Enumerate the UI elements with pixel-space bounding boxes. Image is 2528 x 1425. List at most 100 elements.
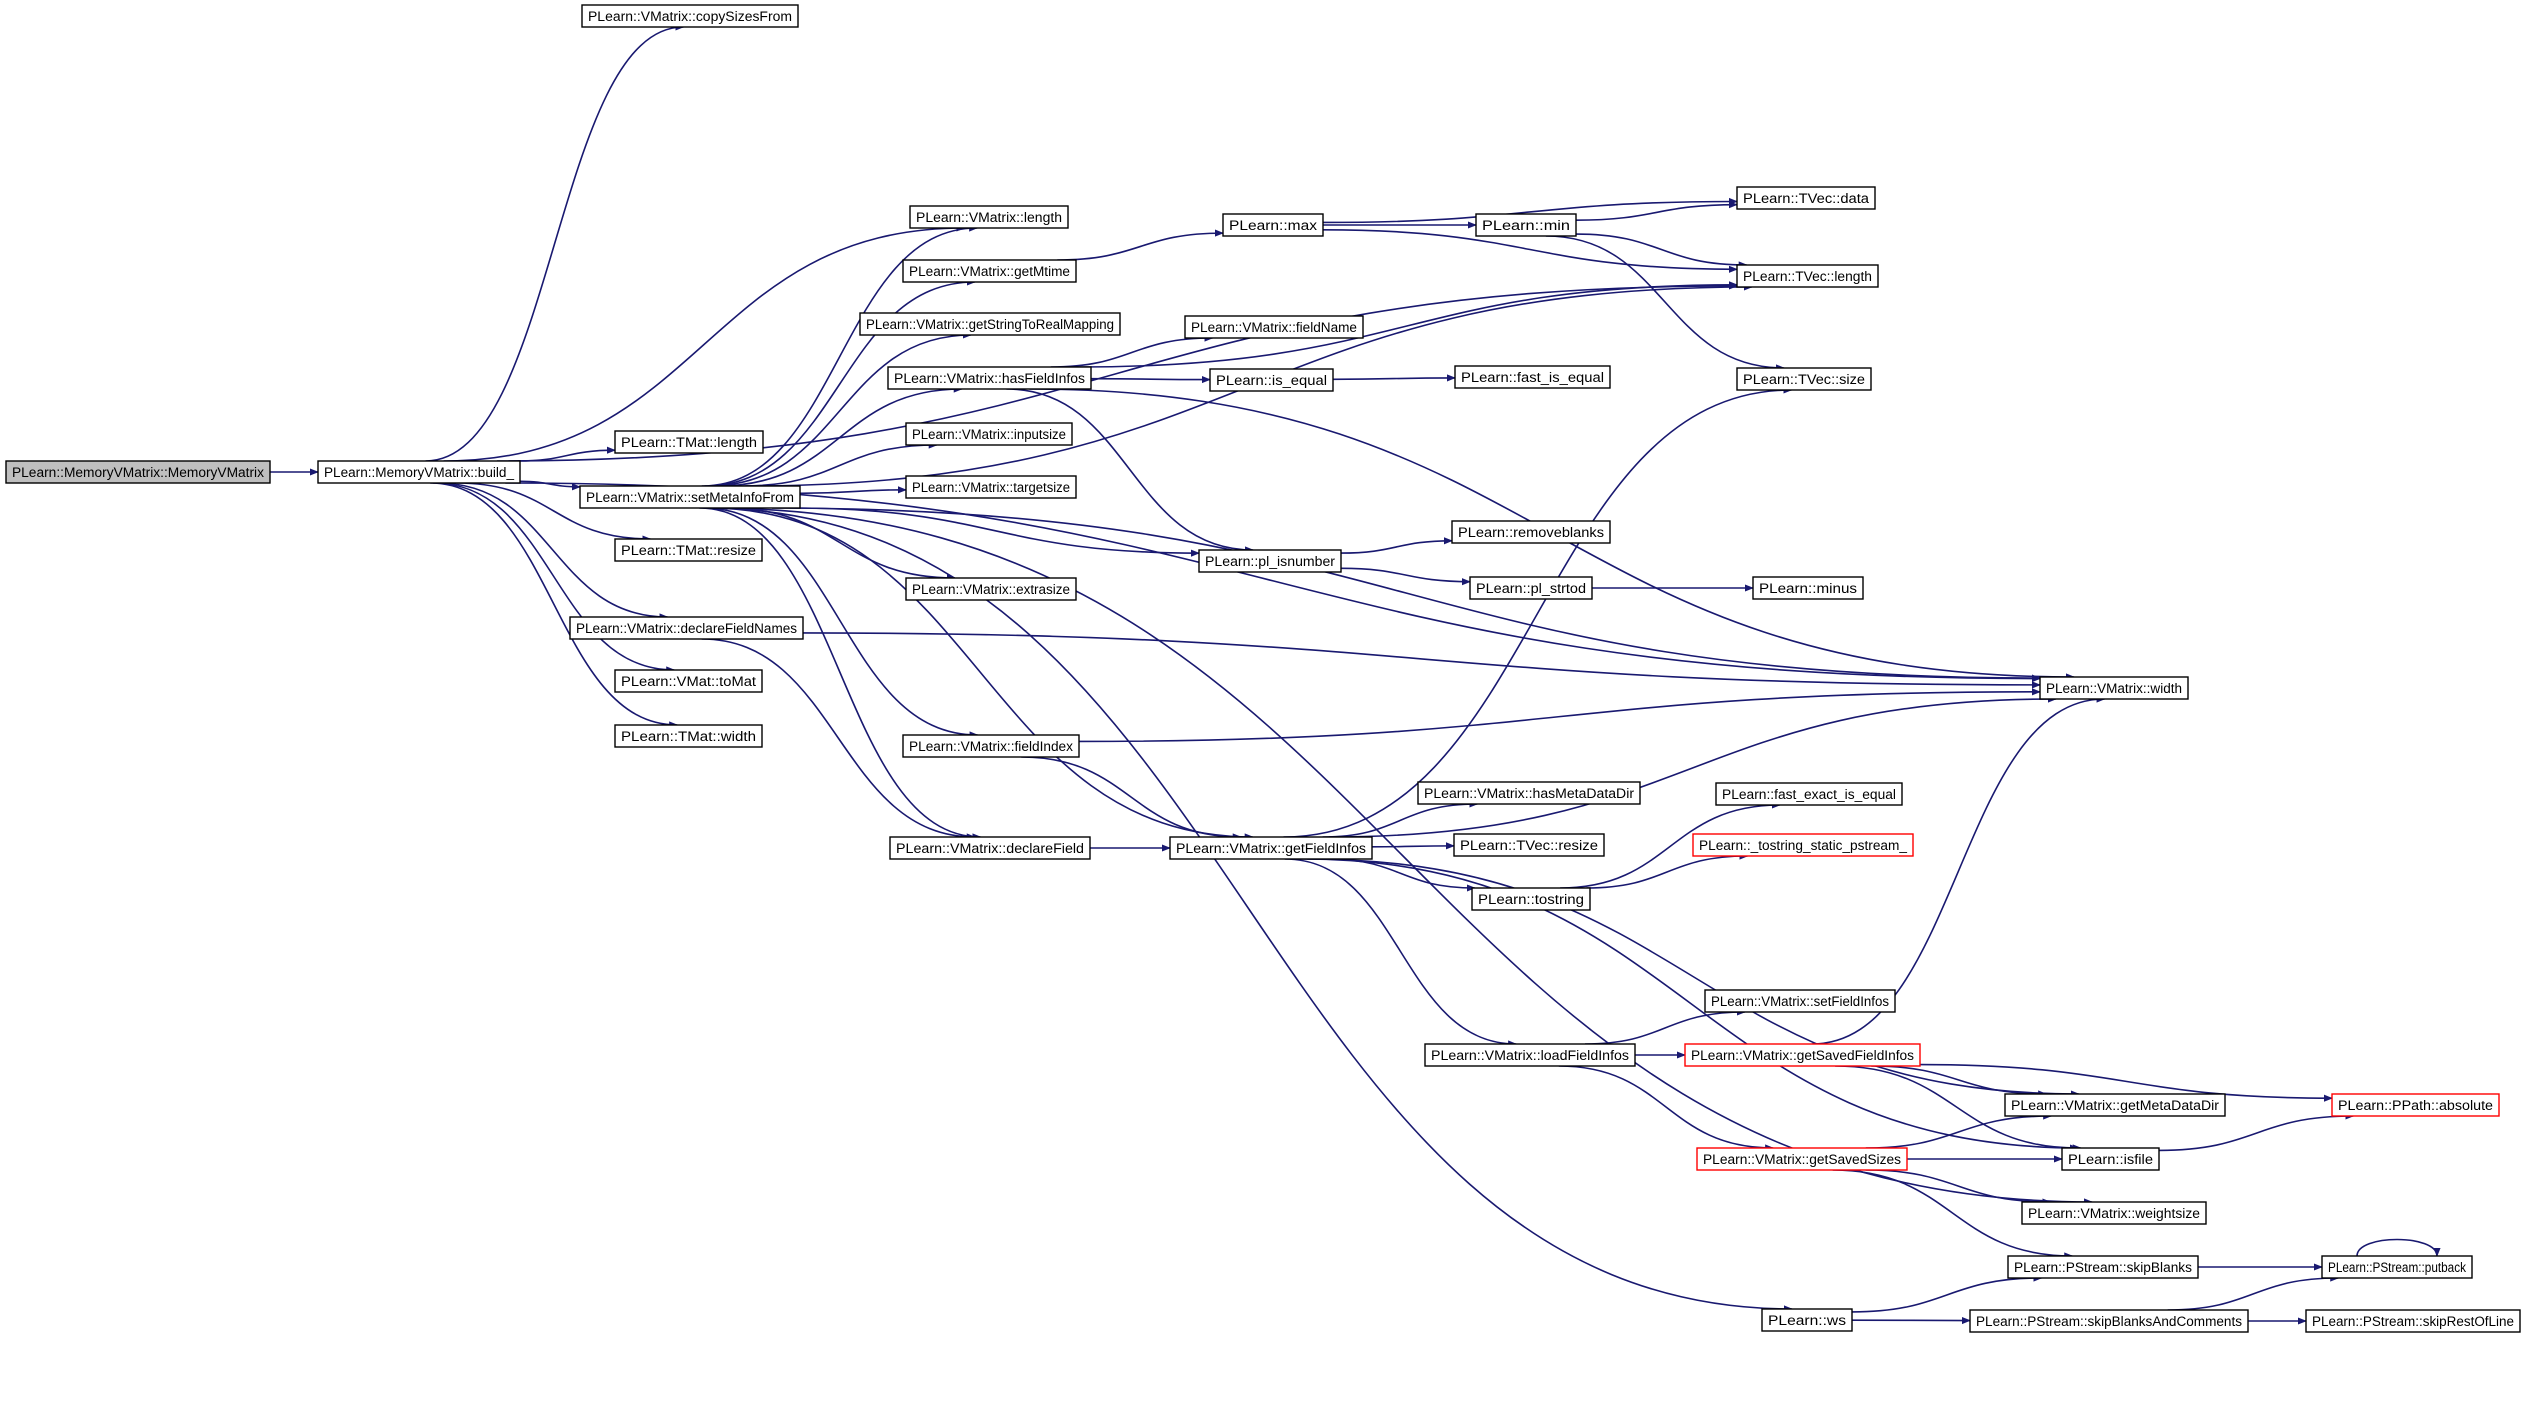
node-box [1969,1309,2249,1333]
edge-getSavedFieldInfos-to-getMetaDataDir [1871,1065,2048,1098]
node-vmlength[interactable]: PLearn::VMatrix::length [909,205,1069,229]
node-box [1471,887,1591,911]
edge-setMeta-to-plisnumber [789,507,1200,557]
node-label: PLearn::pl_isnumber [1205,554,1336,569]
node-label: PLearn::VMatrix::getSavedSizes [1703,1152,1901,1167]
node-getFieldInfos[interactable]: PLearn::VMatrix::getFieldInfos [1169,836,1373,860]
node-tvecdata[interactable]: PLearn::TVec::data [1736,186,1876,210]
node-label: PLearn::_tostring_static_pstream_ [1699,838,1907,853]
node-extrasize[interactable]: PLearn::VMatrix::extrasize [905,577,1077,601]
node-tveclength[interactable]: PLearn::TVec::length [1736,264,1879,288]
node-toMat[interactable]: PLearn::VMat::toMat [614,669,763,693]
node-min[interactable]: PLearn::min [1475,213,1577,237]
node-fastisequal[interactable]: PLearn::fast_is_equal [1454,365,1611,389]
node-label: PLearn::PStream::putback [2328,1260,2466,1275]
edge-max-to-tveclength [1322,228,1738,273]
node-declField[interactable]: PLearn::VMatrix::declareField [889,836,1091,860]
node-tostringstatic[interactable]: PLearn::_tostring_static_pstream_ [1692,833,1914,857]
node-label: PLearn::TMat::width [621,729,756,744]
node-box [1169,836,1373,860]
node-ws[interactable]: PLearn::ws [1761,1308,1853,1332]
node-tmatresize[interactable]: PLearn::TMat::resize [614,538,763,562]
node-ppathabsolute[interactable]: PLearn::PPath::absolute [2331,1093,2500,1117]
edge-setMeta-to-vmlength [701,224,979,487]
node-label: PLearn::fast_exact_is_equal [1722,787,1896,802]
node-label: PLearn::minus [1759,581,1857,596]
edge-fieldIndex-to-vmwidth [1078,688,2041,743]
node-max[interactable]: PLearn::max [1222,213,1324,237]
node-isequal[interactable]: PLearn::is_equal [1209,368,1334,392]
node-box [1417,781,1641,805]
node-fieldName[interactable]: PLearn::VMatrix::fieldName [1184,315,1364,339]
edge-build-to-tmatresize [457,482,652,543]
node-tostring[interactable]: PLearn::tostring [1471,887,1591,911]
edge-getSavedSizes-to-weightsize [1865,1169,2052,1206]
edge-min-to-tvecsize [1545,235,1786,372]
node-label: PLearn::MemoryVMatrix::build_ [324,465,514,480]
node-hasFieldInfos[interactable]: PLearn::VMatrix::hasFieldInfos [887,366,1092,390]
node-label: PLearn::max [1229,218,1317,233]
node-setFieldInfos[interactable]: PLearn::VMatrix::setFieldInfos [1704,989,1896,1013]
node-targetsize[interactable]: PLearn::VMatrix::targetsize [905,475,1077,499]
node-box [2007,1255,2199,1279]
node-box [569,616,804,640]
node-box [2061,1147,2160,1171]
node-box [902,259,1077,283]
node-declFieldNames[interactable]: PLearn::VMatrix::declareFieldNames [569,616,804,640]
node-weightsize[interactable]: PLearn::VMatrix::weightsize [2021,1201,2207,1225]
node-skipBlanks[interactable]: PLearn::PStream::skipBlanks [2007,1255,2199,1279]
node-root[interactable]: PLearn::MemoryVMatrix::MemoryVMatrix [5,460,271,484]
node-isfile[interactable]: PLearn::isfile [2061,1147,2160,1171]
node-label: PLearn::VMatrix::hasMetaDataDir [1424,786,1635,801]
node-tvecsize[interactable]: PLearn::TVec::size [1736,367,1872,391]
node-box [2305,1309,2521,1333]
edge-getSavedFieldInfos-to-ppathabsolute [1919,1063,2333,1102]
node-getSavedSizes[interactable]: PLearn::VMatrix::getSavedSizes [1696,1147,1908,1171]
node-getStrMap[interactable]: PLearn::VMatrix::getStringToRealMapping [859,312,1121,336]
node-plstrtod[interactable]: PLearn::pl_strtod [1469,576,1593,600]
edge-getSavedSizes-to-getMetaDataDir [1865,1112,2053,1149]
node-setMeta[interactable]: PLearn::VMatrix::setMetaInfoFrom [579,485,801,509]
node-getMtime[interactable]: PLearn::VMatrix::getMtime [902,259,1077,283]
edge-getFieldInfos-to-tvecsize [1283,386,1793,838]
node-vmwidth[interactable]: PLearn::VMatrix::width [2039,676,2189,700]
node-inputsize[interactable]: PLearn::VMatrix::inputsize [905,422,1073,446]
node-label: PLearn::TMat::length [621,435,757,450]
node-label: PLearn::VMatrix::declareField [896,841,1084,856]
edge-build-to-vmlength [443,224,966,462]
node-fastexact[interactable]: PLearn::fast_exact_is_equal [1715,782,1903,806]
node-copySizes[interactable]: PLearn::VMatrix::copySizesFrom [581,4,799,28]
node-box [909,205,1069,229]
node-box [1715,782,1903,806]
node-loadFieldInfos[interactable]: PLearn::VMatrix::loadFieldInfos [1424,1043,1636,1067]
node-removeblanks[interactable]: PLearn::removeblanks [1451,520,1611,544]
edge-setMeta-to-fieldIndex [703,507,979,739]
edge-build-to-setMeta [519,480,581,491]
node-fieldIndex[interactable]: PLearn::VMatrix::fieldIndex [902,734,1080,758]
node-build[interactable]: PLearn::MemoryVMatrix::build_ [317,460,521,484]
node-skipRestOfLine[interactable]: PLearn::PStream::skipRestOfLine [2305,1309,2521,1333]
node-label: PLearn::VMatrix::getStringToRealMapping [866,317,1114,332]
node-tmatlength[interactable]: PLearn::TMat::length [614,430,764,454]
edge-plisnumber-to-removeblanks [1340,537,1453,554]
edge-getFieldInfos-to-loadFieldInfos [1284,858,1518,1048]
node-box [889,836,1091,860]
node-plisnumber[interactable]: PLearn::pl_isnumber [1198,549,1342,573]
node-minus[interactable]: PLearn::minus [1752,576,1864,600]
node-putback[interactable]: PLearn::PStream::putback [2321,1255,2473,1279]
node-skipBlanksComments[interactable]: PLearn::PStream::skipBlanksAndComments [1969,1309,2249,1333]
node-hasMetaDataDir[interactable]: PLearn::VMatrix::hasMetaDataDir [1417,781,1641,805]
node-label: PLearn::VMatrix::setMetaInfoFrom [586,490,794,505]
edge-skipBlanksComments-to-putback [2167,1274,2340,1311]
edge-getSavedFieldInfos-to-isfile [1835,1065,2079,1152]
node-tmatwidth[interactable]: PLearn::TMat::width [614,724,763,748]
node-getMetaDataDir[interactable]: PLearn::VMatrix::getMetaDataDir [2004,1093,2226,1117]
node-box [579,485,801,509]
edge-getFieldInfos-to-isfile [1300,858,2082,1152]
node-box [1736,264,1879,288]
node-tvecresize[interactable]: PLearn::TVec::resize [1453,833,1605,857]
edge-layer [270,23,2441,1325]
node-getSavedFieldInfos[interactable]: PLearn::VMatrix::getSavedFieldInfos [1684,1043,1921,1067]
node-box [905,422,1073,446]
